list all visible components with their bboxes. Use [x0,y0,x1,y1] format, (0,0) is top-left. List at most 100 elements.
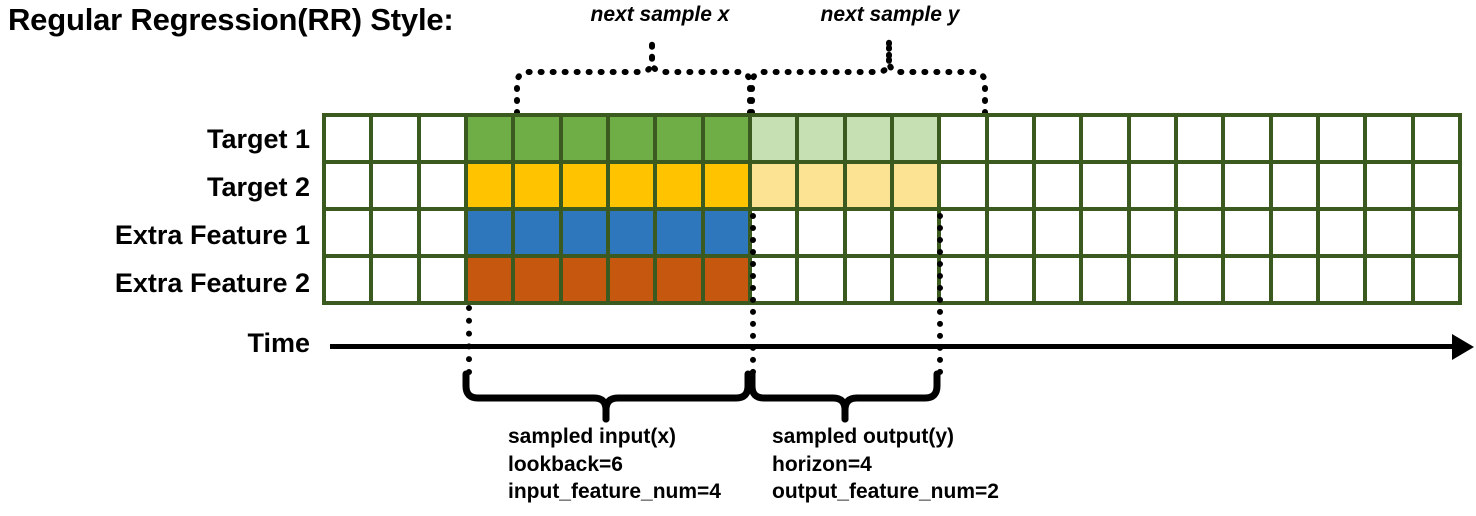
grid-cell [799,258,843,301]
grid-cell [326,211,370,254]
grid-cell [1083,258,1127,301]
grid-cell [657,117,701,160]
grid-cell [326,164,370,207]
grid-cell [893,258,938,301]
grid-cell [1225,117,1269,160]
grid-cell [1083,211,1127,254]
grid-cell [704,164,748,207]
sampled-output-title: sampled output(y) [772,425,954,448]
grid-cell [1035,117,1080,160]
grid-cell [1414,117,1458,160]
grid-cell [609,258,654,301]
grid-cell [373,211,417,254]
grid-cell [1414,211,1458,254]
grid-cell [515,164,559,207]
brace-sampled-input-right [602,370,752,423]
time-axis-arrow-icon [1452,334,1474,360]
grid-cell [893,164,938,207]
sampled-output-description: sampled output(y) horizon=4 output_featu… [772,423,999,506]
grid-cell [467,211,512,254]
grid-cell [941,258,985,301]
grid-cell [988,117,1032,160]
grid-cell [704,258,748,301]
grid-cell [515,117,559,160]
guide-line-input-end [750,213,756,375]
sampled-output-feature-num: output_feature_num=2 [772,480,999,504]
timeline-grid [322,113,1462,305]
axis-label-time: Time [247,328,310,358]
time-axis-line [330,344,1458,349]
grid-cell [1319,211,1364,254]
grid-cell [609,211,654,254]
grid-cell [609,117,654,160]
guide-line-input-start [466,305,472,375]
grid-cell [988,164,1032,207]
brace-next-sample-x-right [649,35,753,116]
grid-cell [1414,164,1458,207]
grid-cell [1035,164,1080,207]
grid-cell [1272,117,1316,160]
grid-cell [893,117,938,160]
grid-cell [657,164,701,207]
grid-cell [1272,211,1316,254]
sampled-input-feature-num: input_feature_num=4 [508,480,721,504]
grid-cell [562,164,606,207]
grid-cell [1225,164,1269,207]
grid-cell [1130,258,1174,301]
annotation-next-sample-x: next sample x [590,3,730,26]
grid-cell [373,164,417,207]
grid-cell [1367,164,1411,207]
sampled-output-horizon: horizon=4 [772,452,872,476]
grid-cell [1272,164,1316,207]
grid-cell [1130,164,1174,207]
grid-cell [373,117,417,160]
grid-cell [1319,164,1364,207]
grid-cell [846,258,890,301]
grid-cell [1177,211,1222,254]
grid-cell [1272,258,1316,301]
grid-cell [799,164,843,207]
brace-next-sample-x-left [514,35,655,116]
sampled-input-title: sampled input(x) [508,425,677,448]
grid-cell [1319,117,1364,160]
grid-cell [1367,117,1411,160]
grid-cell [1225,258,1269,301]
grid-cell [657,211,701,254]
grid-cell [1177,258,1222,301]
grid-cell [988,211,1032,254]
row-label-extra-feature-2: Extra Feature 2 [114,268,310,298]
grid-cell [467,117,512,160]
grid-cell [1083,164,1127,207]
grid-cell [751,258,796,301]
brace-next-sample-y-left [749,35,892,116]
grid-cell [515,211,559,254]
grid-cell [1225,211,1269,254]
sampled-input-lookback: lookback=6 [508,452,623,476]
grid-cell [562,117,606,160]
page-title: Regular Regression(RR) Style: [8,2,454,37]
grid-cell [1177,164,1222,207]
grid-cell [751,211,796,254]
row-label-extra-feature-1: Extra Feature 1 [114,220,310,250]
grid-cell [467,164,512,207]
grid-cell [941,117,985,160]
brace-sampled-output-right [841,370,941,423]
brace-next-sample-y-right [886,35,988,116]
grid-cell [1319,258,1364,301]
grid-cell [1367,211,1411,254]
grid-cell [326,117,370,160]
grid-cell [562,211,606,254]
grid-cell [420,258,464,301]
grid-cell [1130,211,1174,254]
annotation-next-sample-y: next sample y [820,3,960,26]
brace-sampled-input-left [462,370,610,423]
sampled-input-description: sampled input(x) lookback=6 input_featur… [508,423,721,506]
grid-cell [1414,258,1458,301]
grid-cell [751,117,796,160]
grid-cell [846,164,890,207]
grid-cell [1035,211,1080,254]
grid-cell [799,117,843,160]
grid-cell [1367,258,1411,301]
